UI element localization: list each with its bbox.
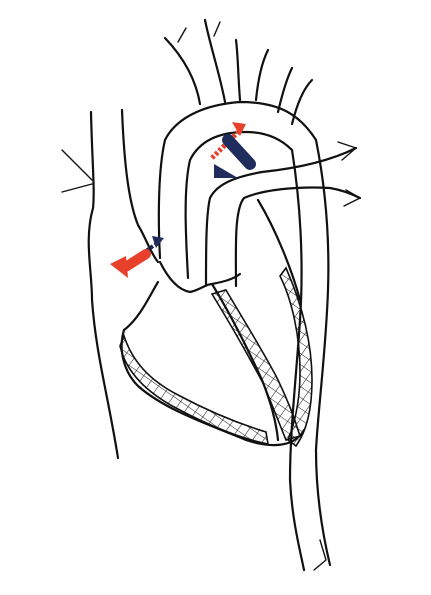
vena-cava [62, 110, 158, 458]
atrial-shunt-arrow [110, 236, 164, 278]
pulmonary-trunk [206, 142, 360, 286]
ductal-shunt-arrow [212, 122, 250, 178]
